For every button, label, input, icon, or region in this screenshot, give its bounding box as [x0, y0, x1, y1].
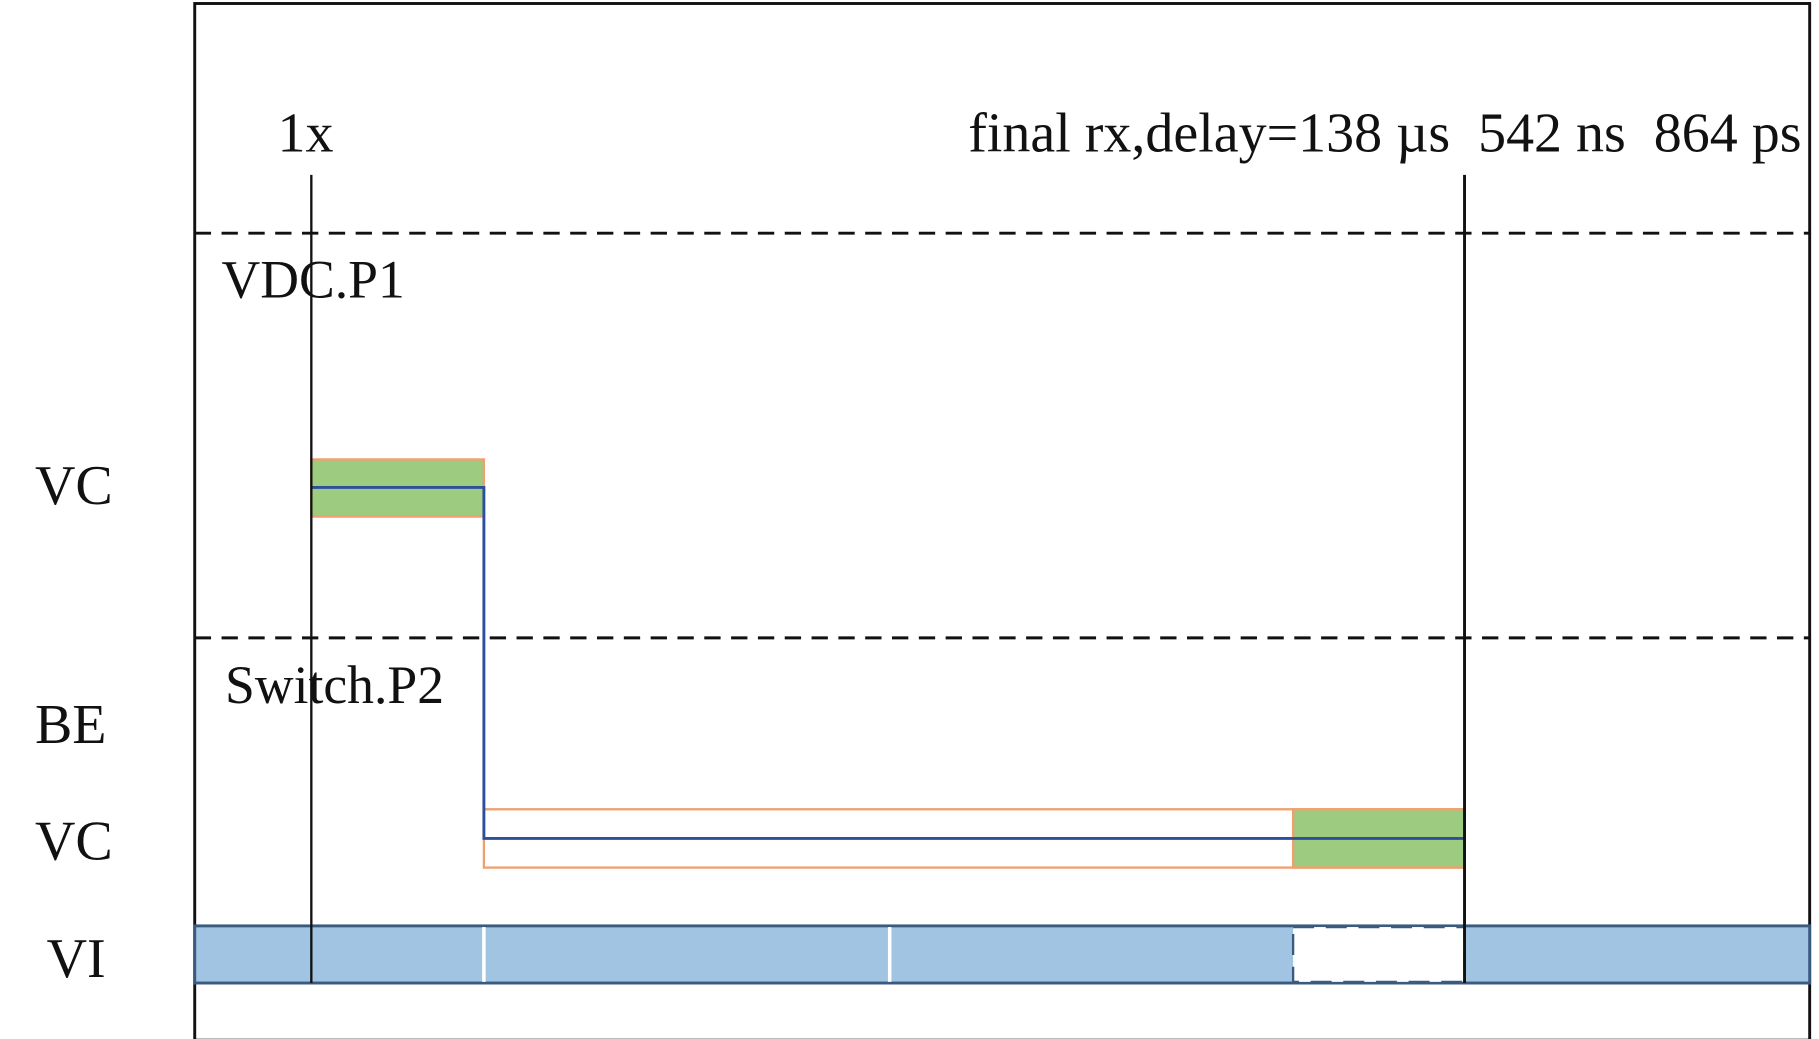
start-marker-label: 1x [278, 103, 334, 165]
section-label-switch: Switch.P2 [225, 655, 444, 715]
row-label-be: BE [35, 694, 107, 756]
final-marker-label: final rx,delay=138 µs 542 ns 864 ps [968, 103, 1801, 165]
row-label-vc: VC [35, 455, 113, 517]
signal-path [311, 485, 1465, 840]
row-label-vc: VC [35, 810, 113, 872]
vi-bar [193, 924, 1812, 985]
row-label-vi: VI [47, 928, 106, 990]
section-label-vdc: VDC.P1 [222, 249, 405, 309]
vi-gap-box [1291, 925, 1466, 984]
